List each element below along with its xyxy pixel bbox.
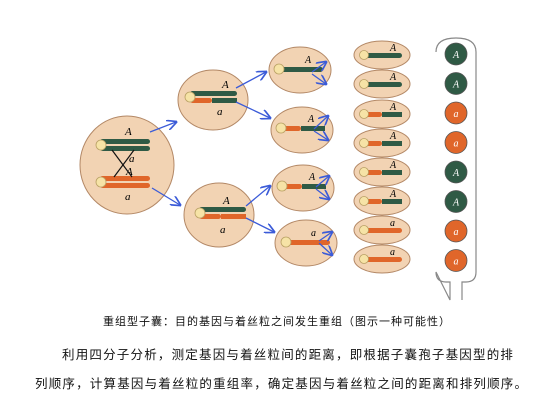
spore-cell-3: A — [353, 99, 411, 129]
label-a: a — [129, 153, 135, 165]
label-A: A — [308, 172, 316, 183]
ascus-spore-label: A — [452, 198, 460, 209]
tetrad-cell-3: A — [271, 164, 335, 212]
label-a: a — [311, 228, 316, 239]
ascus-spore-label: A — [452, 50, 460, 61]
meiosis-diagram: A a A a A a A a A A — [79, 37, 477, 301]
paragraph-line-1: 利用四分子分析，测定基因与着丝粒间的距离，即根据子囊孢子基因型的排 — [62, 347, 515, 362]
bivalent-cell: A a A a — [79, 115, 175, 215]
label-A: A — [222, 195, 230, 207]
dyad-cell-top: A a — [177, 69, 249, 131]
label-a: a — [217, 106, 223, 118]
label-A: A — [124, 126, 132, 138]
ascus-spore-8 — [444, 249, 468, 272]
label-A: A — [125, 166, 133, 178]
ascus-spore-7 — [444, 219, 468, 243]
label-A: A — [389, 189, 397, 200]
label-A: A — [221, 79, 229, 91]
ascus-spore-3 — [444, 101, 468, 125]
progression-arrows — [149, 62, 332, 255]
label-a: a — [125, 191, 131, 203]
tetrad-cell-4: a — [274, 219, 338, 267]
ascus-spore-label: a — [454, 257, 459, 268]
label-A: A — [389, 102, 397, 113]
ascus-spore-label: A — [452, 80, 460, 91]
label-A: A — [389, 131, 397, 142]
ascus-spore-label: a — [454, 227, 459, 238]
label-a: a — [220, 224, 226, 236]
spore-cell-6: A — [353, 186, 411, 216]
spore-cell-1: A — [353, 40, 411, 70]
ascus-spore-1 — [444, 42, 468, 66]
ascus-spore-label: a — [454, 139, 459, 150]
ascus-spore-5 — [444, 160, 468, 184]
label-A: A — [389, 72, 397, 83]
tetrad-cell-2: A — [270, 106, 334, 154]
label-a: a — [390, 218, 395, 229]
paragraph-line-2: 列顺序，计算基因与着丝粒的重组率，确定基因与着丝粒之间的距离和排列顺序。 — [35, 376, 529, 391]
spore-cell-8: a — [353, 244, 411, 274]
label-A: A — [389, 160, 397, 171]
ascus-spore-label: A — [452, 168, 460, 179]
tetrad-cell-1: A — [268, 46, 332, 94]
spore-cell-4: A — [353, 128, 411, 158]
ascus-spore-2 — [444, 72, 468, 95]
label-A: A — [389, 43, 397, 54]
spore-cell-7: a — [353, 215, 411, 245]
label-A: A — [307, 114, 315, 125]
spore-cell-5: A — [353, 157, 411, 187]
dyad-cell-bottom: A a — [183, 182, 255, 248]
label-A: A — [304, 55, 312, 66]
label-a: a — [390, 247, 395, 258]
figure-caption: 重组型子囊：目的基因与着丝粒之间发生重组（图示一种可能性） — [103, 315, 451, 328]
ascus-spore-label: a — [454, 109, 459, 120]
ascus-spore-6 — [444, 190, 468, 213]
ascus-spore-4 — [444, 131, 468, 154]
spore-cell-2: A — [353, 69, 411, 99]
